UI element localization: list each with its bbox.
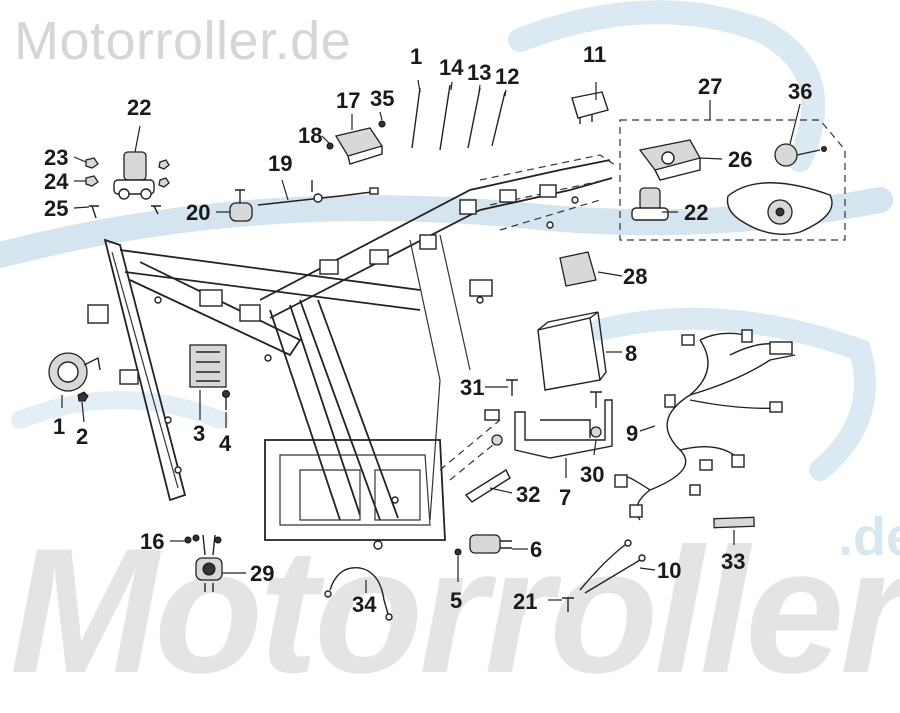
ignition-lock-part xyxy=(774,143,827,167)
callout-6: 6 xyxy=(530,537,542,562)
nut-part xyxy=(158,159,170,170)
flasher-relay-part xyxy=(571,91,609,124)
starter-relay-part xyxy=(454,534,512,556)
callout-24: 24 xyxy=(44,169,69,194)
callout-14: 14 xyxy=(439,55,464,80)
screw-part xyxy=(378,120,386,128)
ignition-coil-part xyxy=(631,187,669,221)
nut-part xyxy=(77,391,89,402)
callout-8: 8 xyxy=(625,341,637,366)
bolt-part xyxy=(506,379,518,396)
callout-labels: 1 2 3 4 5 6 7 8 9 10 11 12 13 14 1 16 17… xyxy=(44,42,812,617)
callout-7: 7 xyxy=(559,485,571,510)
callout-13: 13 xyxy=(467,60,491,85)
callout-32: 32 xyxy=(516,482,540,507)
battery-bracket-part xyxy=(514,399,613,459)
watermark-top-text: Motorroller.de xyxy=(14,11,352,71)
regulator-part xyxy=(559,251,597,287)
callout-30: 30 xyxy=(580,462,604,487)
callout-22-left: 22 xyxy=(127,95,151,120)
callout-4: 4 xyxy=(219,431,232,456)
callout-21: 21 xyxy=(513,589,537,614)
bolt-part xyxy=(184,536,192,544)
callout-25: 25 xyxy=(44,196,68,221)
callout-35: 35 xyxy=(370,86,394,111)
bolt-part xyxy=(222,390,230,410)
washer-part xyxy=(491,434,503,446)
ignition-coil-part xyxy=(113,151,155,200)
main-frame xyxy=(87,154,616,550)
callout-5: 5 xyxy=(450,588,462,613)
key-plate-part xyxy=(726,182,833,235)
callout-18: 18 xyxy=(298,123,322,148)
bolt-part xyxy=(590,391,602,408)
cable-part xyxy=(579,539,646,594)
callout-10: 10 xyxy=(657,558,681,583)
battery-part xyxy=(537,311,607,391)
callout-22-right: 22 xyxy=(684,200,708,225)
washer-part xyxy=(85,175,99,187)
callout-1-top: 1 xyxy=(410,44,422,69)
callout-12: 12 xyxy=(495,64,519,89)
sensor-wire-part xyxy=(257,187,379,206)
switch-part xyxy=(192,534,223,592)
plate-part xyxy=(464,468,511,503)
callout-1: 1 xyxy=(53,414,65,439)
callout-33: 33 xyxy=(721,549,745,574)
washer-part xyxy=(590,426,602,438)
callout-26: 26 xyxy=(728,147,752,172)
wiring-harness-part xyxy=(614,329,796,521)
cable-terminal xyxy=(324,590,332,598)
callout-27: 27 xyxy=(698,74,722,99)
callout-34: 34 xyxy=(352,592,377,617)
callout-31: 31 xyxy=(460,375,484,400)
callout-36: 36 xyxy=(788,79,812,104)
callout-20: 20 xyxy=(186,200,210,225)
callout-3: 3 xyxy=(193,421,205,446)
instrument-part xyxy=(638,139,701,181)
parts-drawing: 1 2 3 4 5 6 7 8 9 10 11 12 13 14 1 16 17… xyxy=(44,42,846,621)
nut-part xyxy=(85,157,99,169)
bolt-part xyxy=(151,205,161,215)
callout-17: 17 xyxy=(336,88,360,113)
leader-lines xyxy=(61,79,801,601)
label-part xyxy=(713,516,755,529)
bolt-part xyxy=(89,205,99,219)
ground-cable-part xyxy=(329,566,389,615)
washer-part xyxy=(158,177,170,188)
horn-part xyxy=(48,352,101,392)
callout-2: 2 xyxy=(76,424,88,449)
screw-part xyxy=(326,142,334,150)
relay-block-part xyxy=(189,344,227,388)
callout-11: 11 xyxy=(583,42,606,67)
callout-28: 28 xyxy=(623,264,647,289)
cdi-unit-part xyxy=(334,127,384,165)
long-bolts-part xyxy=(411,84,506,151)
callout-29: 29 xyxy=(250,561,274,586)
bolt-part xyxy=(562,597,574,612)
watermark-corner-text: .de xyxy=(838,507,900,567)
callout-19: 19 xyxy=(268,151,292,176)
cable-terminal xyxy=(385,613,393,621)
callout-23: 23 xyxy=(44,145,68,170)
callout-16: 16 xyxy=(140,529,164,554)
callout-9: 9 xyxy=(626,421,638,446)
